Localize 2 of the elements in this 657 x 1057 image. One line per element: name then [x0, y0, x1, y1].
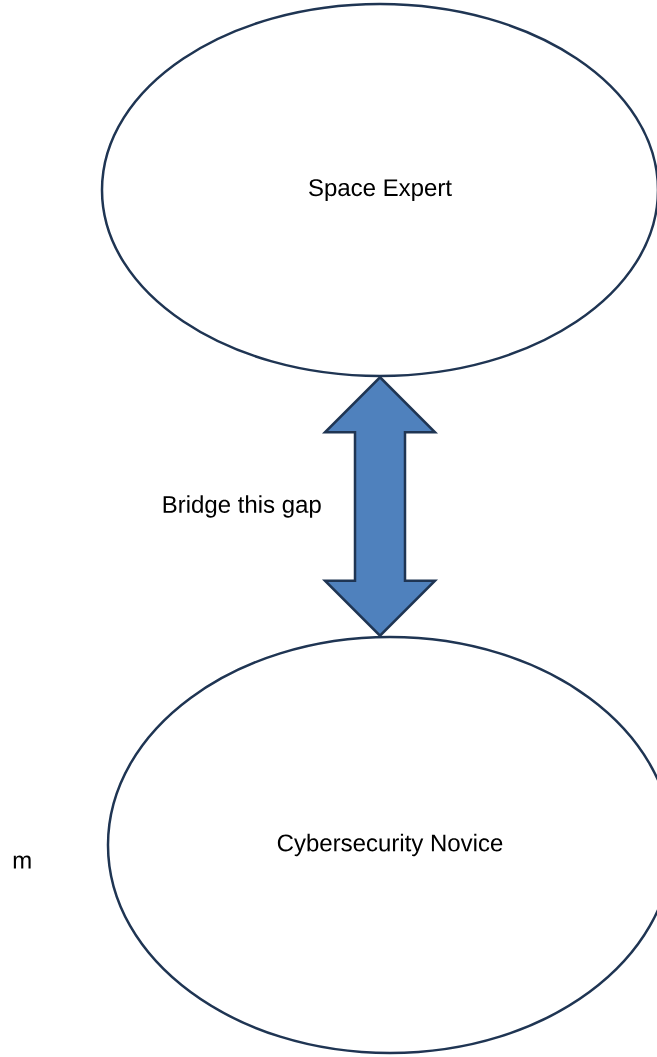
edge-label: Bridge this gap	[163, 495, 321, 518]
text-fragment: m	[13, 855, 31, 869]
